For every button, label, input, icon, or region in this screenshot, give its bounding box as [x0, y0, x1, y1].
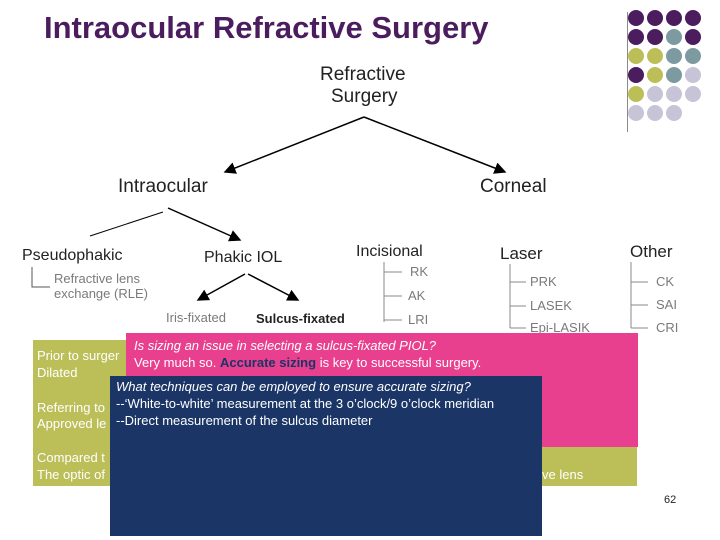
item-lri: LRI [408, 312, 429, 327]
dot-icon [647, 10, 663, 26]
node-pseudophakic: Pseudophakic [22, 247, 123, 264]
node-laser: Laser [500, 244, 543, 263]
item-ck: CK [656, 274, 675, 289]
node-incisional: Incisional [356, 243, 423, 260]
callout-sizing [126, 333, 638, 377]
dot-icon [666, 10, 682, 26]
node-label: Refractive lens [54, 271, 140, 286]
dot-icon [647, 48, 663, 64]
dot-icon [628, 29, 644, 45]
olive-text-line: The optic of [37, 467, 105, 482]
page-number: 62 [664, 494, 677, 506]
node-iris-fixated: Iris-fixated [166, 310, 226, 325]
olive-text-line: Compared t [37, 450, 105, 465]
dot-icon [647, 86, 663, 102]
item-sai: SAI [656, 297, 677, 312]
callout-sizing-extension [541, 377, 638, 447]
node-corneal: Corneal [480, 176, 547, 197]
answer-text: Very much so. [134, 355, 220, 370]
item-ak: AK [408, 288, 426, 303]
item-rk: RK [410, 264, 429, 279]
callout-question: Is sizing an issue in selecting a sulcus… [134, 338, 437, 353]
node-intraocular: Intraocular [118, 176, 208, 197]
olive-text-line: Prior to surger [37, 348, 120, 363]
item-lasek: LASEK [530, 298, 572, 313]
dot-icon [685, 10, 701, 26]
dot-icon [685, 29, 701, 45]
olive-text-line: ve lens [542, 467, 584, 482]
dot-icon [647, 105, 663, 121]
dot-icon [666, 86, 682, 102]
dot-icon [647, 29, 663, 45]
page-title: Intraocular Refractive Surgery [44, 10, 489, 45]
callout-answer-line: --‘White-to-white’ measurement at the 3 … [116, 396, 495, 411]
dot-icon [628, 86, 644, 102]
item-prk: PRK [530, 274, 557, 289]
dot-icon [666, 29, 682, 45]
dot-icon [685, 67, 701, 83]
item-cri: CRI [656, 320, 679, 335]
callout-techniques [110, 376, 542, 536]
node-refractive-surgery: Refractive Surgery [320, 64, 406, 108]
answer-emphasis: Accurate sizing [219, 355, 317, 370]
callout-answer: Very much so. Accurate sizing is key to … [134, 355, 481, 370]
olive-text-line: Dilated [37, 365, 78, 380]
item-epi-lasik: Epi-LASIK [530, 320, 590, 335]
dot-icon [666, 105, 682, 121]
olive-text-line: PIOL? [637, 450, 674, 465]
dot-icon [685, 48, 701, 64]
node-sulcus-fixated: Sulcus-fixated [256, 311, 345, 326]
node-label: Refractive [320, 64, 406, 85]
dot-icon [666, 48, 682, 64]
node-rle: Refractive lens exchange (RLE) [54, 271, 148, 301]
olive-text-line: Referring to [37, 400, 105, 415]
olive-text-line: Approved le [37, 416, 107, 431]
dot-icon [628, 105, 644, 121]
answer-text: is key to successful surgery. [316, 355, 482, 370]
node-other: Other [630, 242, 673, 261]
divider-line [627, 12, 628, 132]
dot-icon [666, 67, 682, 83]
dot-icon [628, 48, 644, 64]
callout-answer-line: --Direct measurement of the sulcus diame… [116, 413, 373, 428]
dot-icon [685, 86, 701, 102]
dot-icon [647, 67, 663, 83]
callout-question: What techniques can be employed to ensur… [116, 379, 471, 394]
dot-icon [628, 67, 644, 83]
node-phakic-iol: Phakic IOL [204, 249, 283, 266]
node-label: Surgery [331, 86, 398, 107]
node-label: exchange (RLE) [54, 286, 148, 301]
dot-icon [628, 10, 644, 26]
